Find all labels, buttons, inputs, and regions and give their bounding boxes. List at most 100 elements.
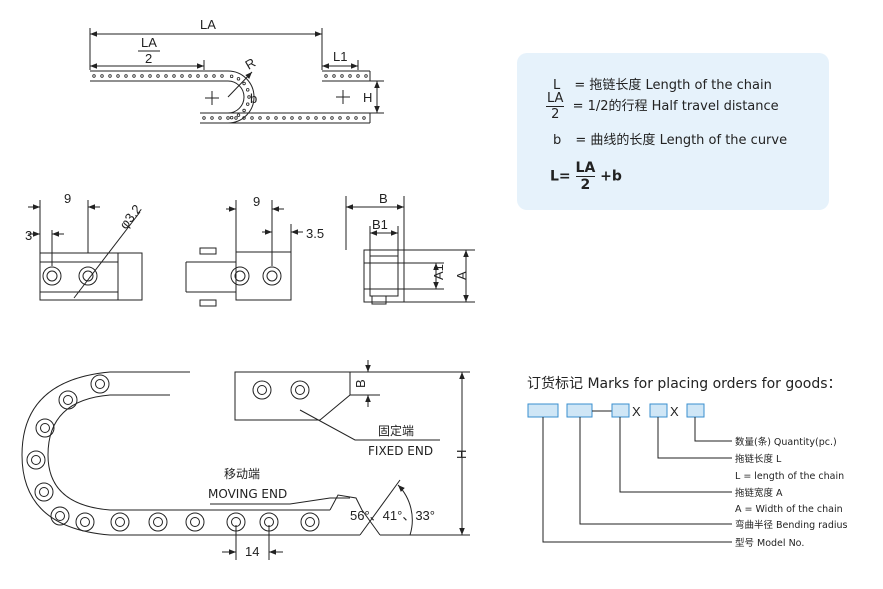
times-1: X xyxy=(632,404,641,419)
chain-dot xyxy=(247,95,251,99)
chain-dot xyxy=(229,74,234,79)
dim-phi: φ3.2 xyxy=(116,202,144,232)
order-item-quantity: 数量(条) Quantity(pc.) xyxy=(735,436,837,448)
legend-row-b: b = 曲线的长度 Length of the curve xyxy=(553,129,787,148)
legend-text-b: = 曲线的长度 Length of the curve xyxy=(575,133,788,148)
chain-dot xyxy=(148,74,152,78)
legend-row-la: LA 2 = 1/2的行程 Half travel distance xyxy=(546,91,779,122)
legend-sym-l: L xyxy=(553,78,561,93)
dim-a: A xyxy=(454,271,469,280)
order-title: 订货标记 Marks for placing orders for goods： xyxy=(527,376,842,392)
order-item-width-en: A = Width of the chain xyxy=(735,504,843,515)
order-marks xyxy=(527,403,732,543)
dim-la-half-num: LA xyxy=(141,35,157,50)
end-view-right xyxy=(345,196,475,305)
order-item-length: 拖链长度 L xyxy=(735,453,782,465)
quantity-box xyxy=(686,403,705,418)
chain-dot xyxy=(338,116,342,120)
chain-link xyxy=(252,380,272,400)
chain-dot xyxy=(226,116,230,120)
formula-legend-box xyxy=(517,53,829,210)
dim-a1: A1 xyxy=(431,264,446,280)
chain-link-hole xyxy=(264,517,274,527)
chain-link-hole xyxy=(115,517,125,527)
chain-dot xyxy=(266,116,270,120)
order-item-length-en: L = length of the chain xyxy=(735,471,844,482)
chain-dot xyxy=(242,81,246,86)
chain-link xyxy=(300,512,320,532)
formula-rhs: +b xyxy=(600,168,622,185)
chain-dot xyxy=(290,116,294,120)
legend-row-l: L = 拖链长度 Length of the chain xyxy=(553,74,772,93)
chain-dot xyxy=(229,115,234,120)
chain-link-dots xyxy=(92,74,368,120)
chain-link-hole xyxy=(190,517,200,527)
radius-box xyxy=(566,403,593,418)
chain-dot xyxy=(362,116,366,120)
chain-dot xyxy=(196,74,200,78)
chain-dot xyxy=(356,74,360,78)
dim-r: R xyxy=(243,55,259,73)
times-2: X xyxy=(670,404,679,419)
chain-dot xyxy=(234,116,238,120)
model-box xyxy=(527,403,559,418)
chain-dot xyxy=(348,74,352,78)
chain-dot xyxy=(298,116,302,120)
moving-end-cn: 移动端 xyxy=(224,467,260,481)
dim-3-5: 3.5 xyxy=(306,226,324,241)
chain-link-hole xyxy=(95,379,105,389)
order-item-model: 型号 Model No. xyxy=(735,538,804,549)
chain-dot xyxy=(132,74,136,78)
chain-dot xyxy=(212,74,216,78)
chain-dot xyxy=(140,74,144,78)
dim-b-curve: b xyxy=(250,91,257,106)
side-view-center xyxy=(185,200,303,307)
chain-link xyxy=(148,512,168,532)
chain-dot xyxy=(124,74,128,78)
chain-link-hole xyxy=(55,511,65,521)
order-item-radius: 弯曲半径 Bending radius xyxy=(735,519,848,531)
chain-dot xyxy=(332,74,336,78)
chain-dot xyxy=(108,74,112,78)
chain-dot xyxy=(218,116,222,120)
chain-link-hole xyxy=(80,517,90,527)
chain-link-hole xyxy=(153,517,163,527)
bottom-chain-links xyxy=(26,374,320,532)
chain-dot xyxy=(274,116,278,120)
side-view-left xyxy=(28,200,143,301)
formula-num: LA xyxy=(575,160,596,177)
dim-l1: L1 xyxy=(333,49,347,64)
chain-dot xyxy=(306,116,310,120)
chain-dot xyxy=(324,74,328,78)
chain-dot xyxy=(92,74,96,78)
chain-dot xyxy=(188,74,192,78)
chain-link xyxy=(290,380,310,400)
chain-dot xyxy=(202,116,206,120)
legend-formula: L= LA 2 +b xyxy=(550,160,622,193)
chain-dot xyxy=(116,74,120,78)
chain-link-hole xyxy=(257,385,267,395)
width-box xyxy=(611,403,630,418)
chain-link-hole xyxy=(31,455,41,465)
chain-link-hole xyxy=(305,517,315,527)
chain-dot xyxy=(246,88,250,92)
chain-link xyxy=(26,450,46,470)
fixed-end-en: FIXED END xyxy=(368,444,433,458)
legend-text-la: = 1/2的行程 Half travel distance xyxy=(572,99,779,114)
chain-dot xyxy=(220,74,224,78)
chain-dot xyxy=(180,74,184,78)
dim-la-half-den: 2 xyxy=(145,51,152,66)
chain-link xyxy=(226,512,246,532)
dim-9-center: 9 xyxy=(253,194,260,209)
chain-dot xyxy=(242,116,246,120)
dim-3: 3 xyxy=(25,228,32,243)
chain-dot xyxy=(340,74,344,78)
dim-14: 14 xyxy=(245,544,259,559)
chain-link xyxy=(110,512,130,532)
dim-angles: 56°、41°、33° xyxy=(350,508,435,523)
chain-dot xyxy=(346,116,350,120)
chain-link xyxy=(58,390,78,410)
chain-dot xyxy=(330,116,334,120)
chain-link-hole xyxy=(63,395,73,405)
